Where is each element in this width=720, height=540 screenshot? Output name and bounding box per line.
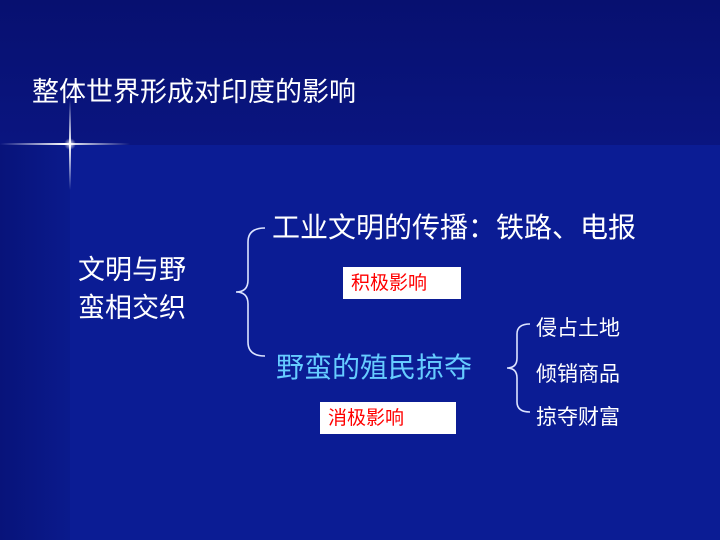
header-band [0, 0, 720, 145]
branch-industrial: 工业文明的传播：铁路、电报 [272, 211, 637, 244]
main-area [70, 145, 720, 540]
leaf-bracket [506, 323, 531, 413]
branch-colonial: 野蛮的殖民掠夺 [276, 351, 473, 384]
sparkle-icon [64, 138, 76, 150]
root-line-2: 蛮相交织 [78, 293, 186, 324]
leaf-item: 倾销商品 [536, 362, 620, 386]
negative-impact-badge: 消极影响 [320, 402, 456, 434]
slide-title: 整体世界形成对印度的影响 [32, 77, 356, 108]
leaf-item: 侵占土地 [536, 316, 620, 340]
left-band [0, 145, 70, 540]
root-line-1: 文明与野 [78, 255, 186, 286]
root-bracket [235, 227, 266, 357]
root-node: 文明与野 蛮相交织 [78, 252, 186, 328]
leaf-item: 掠夺财富 [536, 405, 620, 429]
positive-impact-badge: 积极影响 [343, 267, 461, 299]
